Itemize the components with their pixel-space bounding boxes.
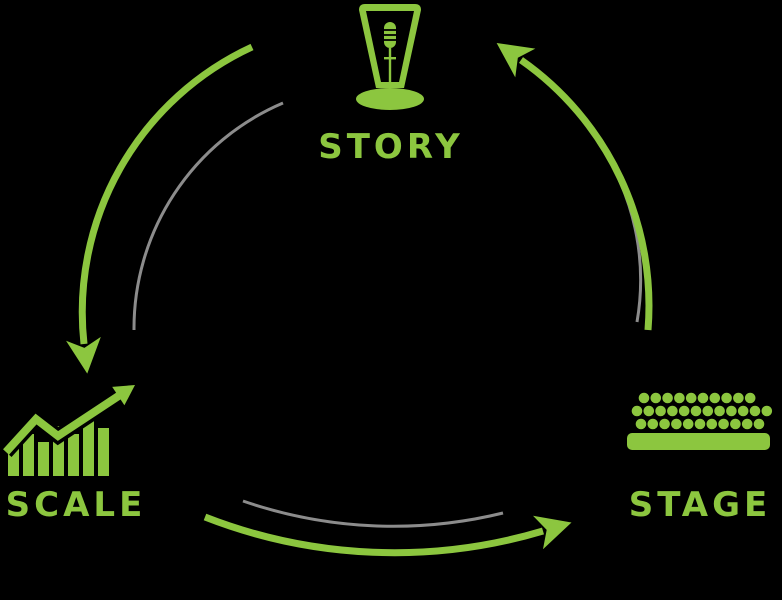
node-label-scale: SCALE (5, 485, 147, 525)
arrow-scale-to-stage (203, 513, 572, 557)
microphone-icon (356, 4, 424, 110)
node-label-stage: STAGE (628, 485, 772, 525)
bar-chart-growth-icon (0, 385, 135, 476)
gray-arc-story-to-scale (132, 101, 284, 331)
audience-icon (627, 392, 773, 450)
node-label-story: STORY (318, 127, 464, 167)
arrow-story-to-scale (66, 43, 254, 374)
gray-arc-scale-to-stage (242, 499, 504, 528)
arrow-stage-to-story (496, 42, 653, 331)
